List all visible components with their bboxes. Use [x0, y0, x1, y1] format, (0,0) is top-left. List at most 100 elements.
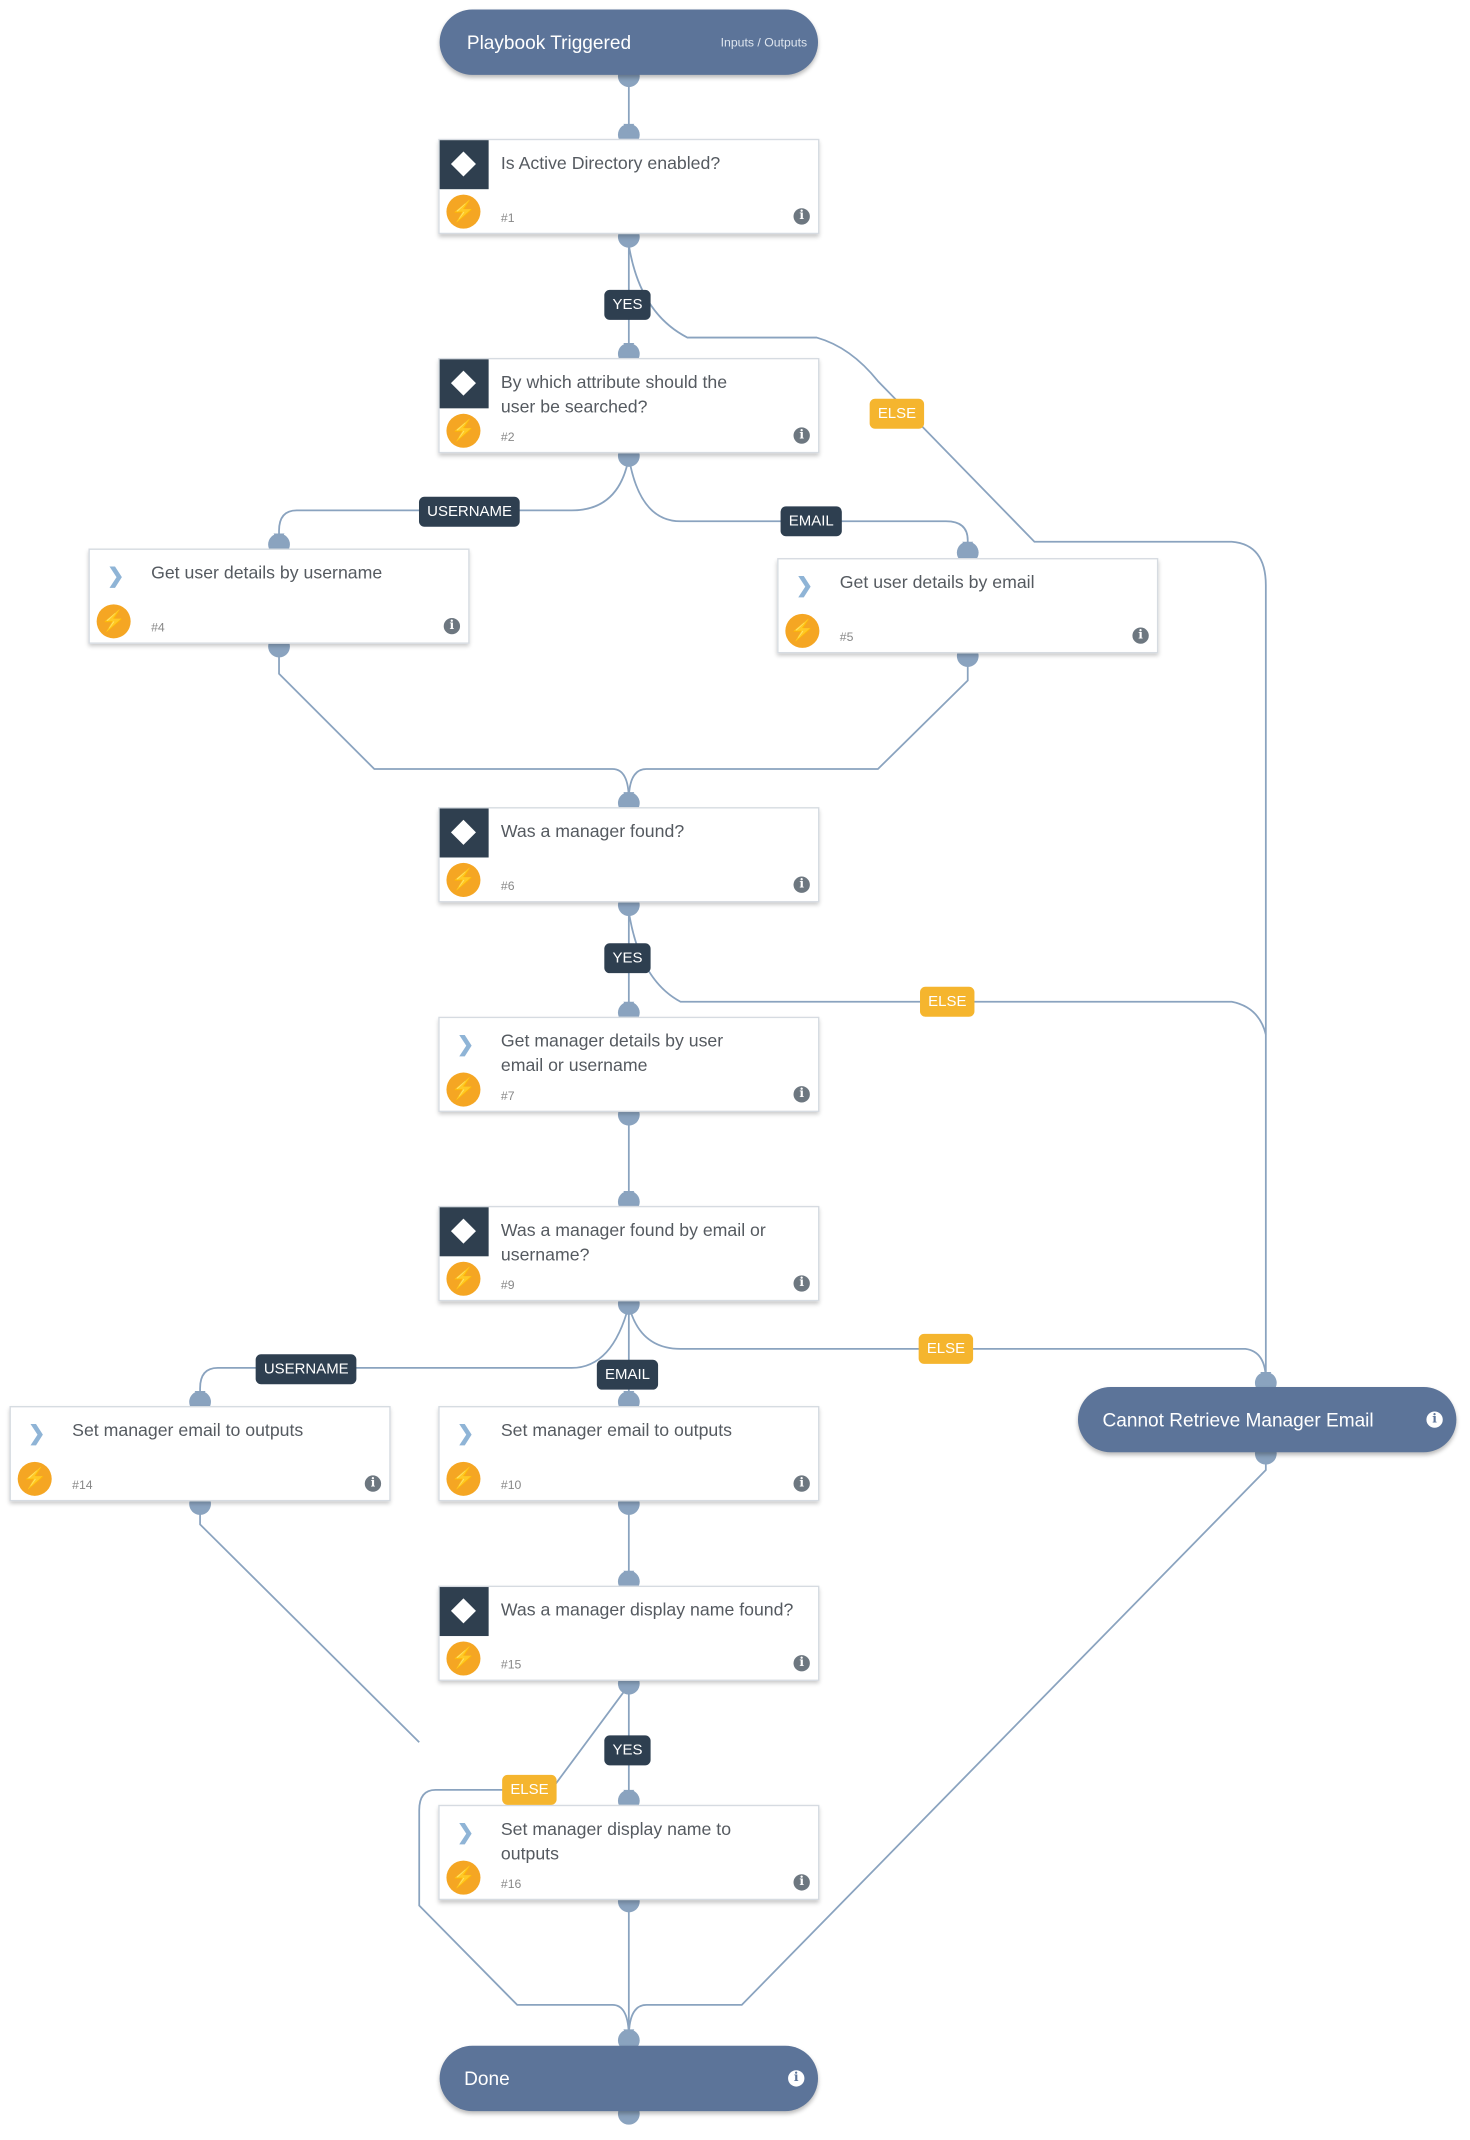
edge-9-username: [199, 1305, 630, 1400]
lightning-bolt-icon: ⚡: [446, 1072, 481, 1107]
info-icon[interactable]: i: [793, 427, 810, 444]
cannot-retrieve-title: Cannot Retrieve Manager Email: [1102, 1408, 1374, 1431]
task-5[interactable]: ❯ ⚡ Get user details by email #5 i: [777, 558, 1159, 654]
branch-email-badge: EMAIL: [596, 1359, 659, 1390]
task-9[interactable]: ⚡ Was a manager found by email or userna…: [438, 1205, 820, 1302]
info-icon[interactable]: i: [443, 617, 461, 635]
info-icon[interactable]: i: [793, 1874, 810, 1891]
task-label: Was a manager found by email or username…: [500, 1219, 766, 1265]
lightning-bolt-icon: ⚡: [446, 413, 481, 448]
edge-5-6: [627, 657, 969, 801]
info-icon[interactable]: i: [793, 1275, 810, 1292]
chevron-right-icon: ❯: [456, 1422, 475, 1446]
branch-else-badge: ELSE: [502, 1774, 557, 1805]
task-label: Is Active Directory enabled?: [500, 152, 721, 173]
condition-tag: [439, 140, 489, 190]
condition-tag: [439, 359, 489, 409]
task-label: Get user details by username: [151, 562, 383, 583]
edge-2-email: [627, 457, 969, 550]
lightning-bolt-icon: ⚡: [785, 613, 820, 648]
task-number: #4: [151, 620, 165, 635]
chevron-right-icon: ❯: [107, 564, 125, 588]
info-icon[interactable]: i: [793, 208, 810, 225]
task-16[interactable]: ❯ ⚡ Set manager display name to outputs …: [438, 1804, 820, 1901]
info-icon[interactable]: i: [1132, 627, 1149, 644]
task-10[interactable]: ❯ ⚡ Set manager email to outputs #10 i: [438, 1406, 820, 1502]
task-14[interactable]: ❯ ⚡ Set manager email to outputs #14 i: [9, 1406, 391, 1502]
cannot-retrieve-manager-email-node[interactable]: Cannot Retrieve Manager Email i: [1077, 1386, 1457, 1453]
info-icon[interactable]: i: [793, 1475, 810, 1492]
task-number: #7: [500, 1088, 515, 1103]
branch-yes-badge: YES: [604, 289, 651, 320]
info-icon[interactable]: i: [788, 2070, 805, 2087]
task-number: #6: [500, 879, 515, 893]
edge-14-done: [199, 1505, 420, 1743]
chevron-right-icon: ❯: [795, 574, 813, 598]
branch-yes-badge: YES: [604, 943, 651, 974]
arrow-heads: [194, 123, 1272, 2039]
task-number: #5: [839, 630, 854, 644]
diamond-icon: [450, 819, 476, 845]
lightning-bolt-icon: ⚡: [446, 1461, 481, 1496]
task-4[interactable]: ❯ ⚡ Get user details by username #4 i: [88, 548, 470, 644]
task-number: #9: [500, 1278, 515, 1292]
diamond-icon: [450, 1598, 476, 1624]
diamond-icon: [450, 370, 476, 396]
condition-tag: [439, 1587, 489, 1637]
task-label: Was a manager display name found?: [500, 1599, 794, 1620]
lightning-bolt-icon: ⚡: [96, 604, 131, 639]
branch-else-badge: ELSE: [920, 986, 975, 1017]
edge-cannot-done: [627, 1456, 1267, 2038]
task-label: Set manager display name to outputs: [500, 1818, 732, 1864]
info-icon[interactable]: i: [793, 1655, 810, 1672]
lightning-bolt-icon: ⚡: [446, 1641, 481, 1676]
task-7[interactable]: ❯ ⚡ Get manager details by user email or…: [438, 1016, 820, 1113]
task-label: Get user details by email: [839, 571, 1035, 593]
task-label: By which attribute should the user be se…: [500, 371, 728, 417]
info-icon[interactable]: i: [793, 1086, 810, 1103]
task-1[interactable]: ⚡ Is Active Directory enabled? #1 i: [438, 138, 820, 235]
task-2[interactable]: ⚡ By which attribute should the user be …: [438, 357, 820, 454]
playbook-triggered-title: Playbook Triggered: [466, 31, 632, 54]
branch-username-badge: USERNAME: [418, 496, 521, 527]
task-15[interactable]: ⚡ Was a manager display name found? #15 …: [438, 1585, 820, 1681]
diamond-icon: [450, 1218, 476, 1244]
edge-2-username: [278, 457, 630, 541]
edge-4-6: [278, 647, 630, 801]
info-icon[interactable]: i: [793, 876, 810, 893]
diamond-icon: [450, 151, 476, 177]
lightning-bolt-icon: ⚡: [446, 1261, 481, 1296]
lightning-bolt-icon: ⚡: [446, 1860, 481, 1895]
task-label: Was a manager found?: [500, 820, 685, 842]
task-label: Set manager email to outputs: [72, 1419, 304, 1441]
chevron-right-icon: ❯: [456, 1033, 475, 1057]
branch-else-badge: ELSE: [869, 398, 925, 429]
chevron-right-icon: ❯: [28, 1422, 46, 1446]
info-icon[interactable]: i: [364, 1475, 382, 1492]
task-number: #14: [72, 1478, 93, 1492]
lightning-bolt-icon: ⚡: [17, 1461, 52, 1496]
task-6[interactable]: ⚡ Was a manager found? #6 i: [438, 807, 820, 903]
chevron-right-icon: ❯: [456, 1821, 475, 1845]
inputs-outputs-link[interactable]: Inputs / Outputs: [720, 35, 808, 49]
info-icon[interactable]: i: [1426, 1411, 1443, 1428]
task-number: #15: [500, 1657, 522, 1672]
edge-9-else: [627, 1305, 1267, 1381]
branch-email-badge: EMAIL: [780, 506, 842, 537]
done-title: Done: [464, 2067, 510, 2090]
condition-tag: [439, 808, 489, 858]
branch-yes-badge: YES: [604, 1735, 651, 1766]
task-number: #1: [500, 210, 515, 225]
lightning-bolt-icon: ⚡: [446, 862, 481, 897]
task-number: #10: [500, 1478, 522, 1492]
task-number: #2: [500, 430, 515, 444]
branch-else-badge: ELSE: [918, 1333, 974, 1364]
condition-tag: [439, 1207, 489, 1257]
task-label: Get manager details by user email or use…: [500, 1030, 724, 1076]
task-label: Set manager email to outputs: [500, 1419, 733, 1441]
task-number: #16: [500, 1876, 522, 1891]
playbook-triggered-node[interactable]: Playbook Triggered Inputs / Outputs: [439, 9, 819, 75]
edge-15-else: [418, 1684, 630, 2038]
done-node[interactable]: Done i: [439, 2045, 819, 2112]
